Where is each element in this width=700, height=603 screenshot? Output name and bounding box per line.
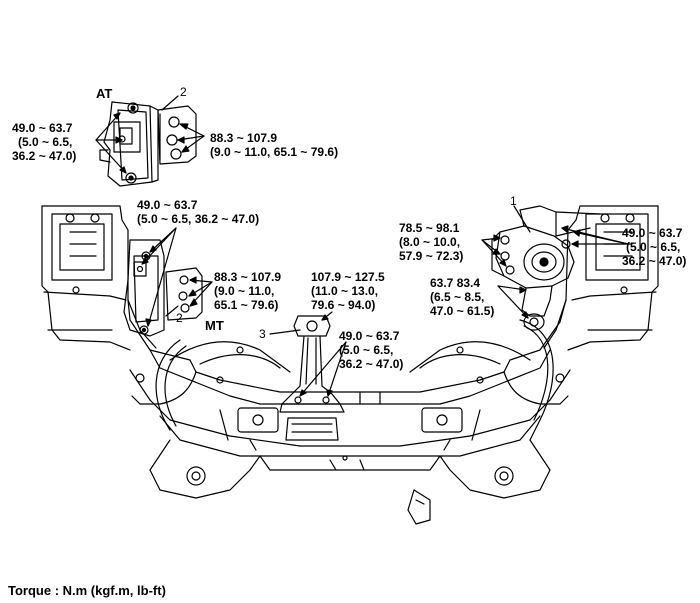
mt-mount-plate: [165, 267, 203, 321]
callout-3: 3: [259, 327, 266, 341]
at-mount-bracket: [99, 101, 159, 187]
engine-mount: [491, 205, 601, 331]
callout-2-top: 2: [180, 85, 187, 99]
torque-unit-note: Torque : N.m (kgf.m, lb-ft): [8, 583, 166, 598]
torque-label-roll-bottom: 49.0 ~ 63.7 (5.0 ~ 6.5, 36.2 ~ 47.0): [339, 329, 404, 371]
torque-label-at-left: 49.0 ~ 63.7 (5.0 ~ 6.5, 36.2 ~ 47.0): [12, 121, 77, 163]
mt-arrows: [141, 227, 213, 327]
torque-label-mt-right: 88.3 ~ 107.9 (9.0 ~ 11.0, 65.1 ~ 79.6): [214, 270, 282, 312]
at-arrows: [95, 95, 205, 174]
torque-label-engine-right: 49.0 ~ 63.7 (5.0 ~ 6.5, 36.2 ~ 47.0): [622, 226, 687, 268]
torque-label-at-right: 88.3 ~ 107.9 (9.0 ~ 11.0, 65.1 ~ 79.6): [210, 131, 339, 159]
engine-mount-arrows: [481, 205, 629, 319]
torque-label-mt-top: 49.0 ~ 63.7 (5.0 ~ 6.5, 36.2 ~ 47.0): [137, 198, 260, 226]
callout-2-mid: 2: [176, 311, 183, 325]
mt-label: MT: [205, 318, 224, 333]
torque-label-engine-left: 78.5 ~ 98.1 (8.0 ~ 10.0, 57.9 ~ 72.3): [399, 221, 464, 263]
subframe-details: [216, 346, 484, 451]
torque-label-roll-top: 107.9 ~ 127.5 (11.0 ~ 13.0, 79.6 ~ 94.0): [311, 270, 385, 312]
torque-label-engine-bottom: 63.7 83.4 (6.5 ~ 8.5, 47.0 ~ 61.5): [430, 276, 495, 318]
roll-rod: [269, 311, 347, 441]
at-mount-plate: [157, 105, 197, 165]
callout-1: 1: [510, 194, 517, 208]
at-label: AT: [96, 86, 113, 101]
mt-mount-bracket: [123, 239, 165, 337]
subframe: [41, 205, 659, 525]
